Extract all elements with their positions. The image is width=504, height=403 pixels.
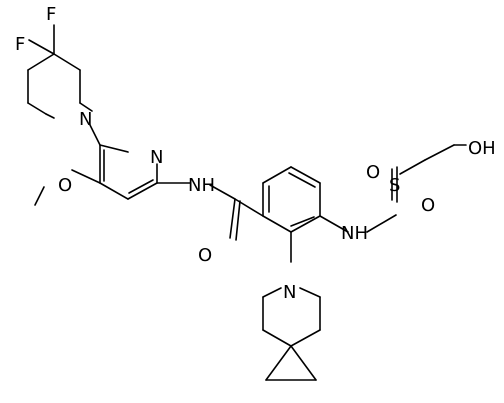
atom-label-oh: OH <box>468 138 496 159</box>
methoxy-group <box>34 169 101 206</box>
atom-label-o-methoxy: O <box>58 175 72 196</box>
pyridine-ring <box>99 144 191 200</box>
azaspiro-ring <box>262 287 321 381</box>
sulfonamide-chain <box>366 144 467 233</box>
atom-label-n-spiro: N <box>283 282 296 303</box>
atom-label-o-sulfonyl-1: O <box>366 162 380 183</box>
atom-label-s-sulfonyl: S <box>389 175 400 196</box>
piperidine-pyridine-bond <box>89 124 101 146</box>
atom-label-nh-amide: NH <box>188 175 215 196</box>
benzamide-core <box>209 166 349 263</box>
atom-label-o-carbonyl: O <box>198 245 212 266</box>
atom-label-f1: F <box>15 34 25 55</box>
atom-label-n-pyridine: N <box>150 147 163 168</box>
atom-label-f2: F <box>46 4 56 25</box>
atom-label-nh-sulfonamide: NH <box>341 223 368 244</box>
atom-labels: F F N N O NH O N NH S O O OH <box>15 4 496 303</box>
difluoropiperidine-ring <box>27 24 93 119</box>
atom-label-n-piperidine: N <box>79 109 92 130</box>
atom-label-o-sulfonyl-2: O <box>421 195 435 216</box>
